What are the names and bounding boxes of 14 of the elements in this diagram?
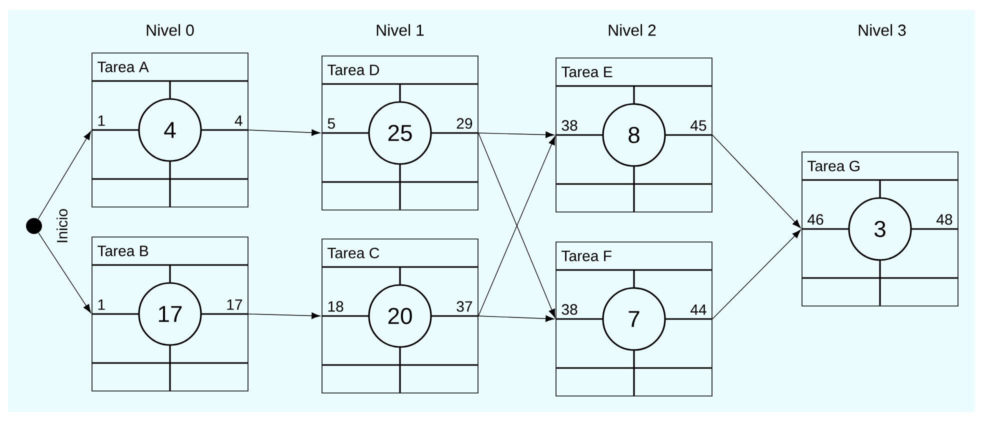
level-label: Nivel 1	[376, 24, 424, 36]
arrow	[712, 230, 801, 320]
arrow	[248, 129, 320, 136]
level-label: Nivel 3	[858, 24, 906, 36]
level-label: Nivel 0	[146, 24, 194, 36]
arrow	[38, 130, 92, 220]
level-label: Nivel 2	[608, 24, 656, 36]
arrow	[248, 312, 320, 319]
arrow	[712, 134, 801, 228]
start-label: Inicio	[56, 209, 68, 242]
start-dot	[26, 218, 42, 234]
arrow	[478, 315, 554, 322]
arrow	[38, 232, 92, 314]
arrow	[478, 132, 554, 138]
